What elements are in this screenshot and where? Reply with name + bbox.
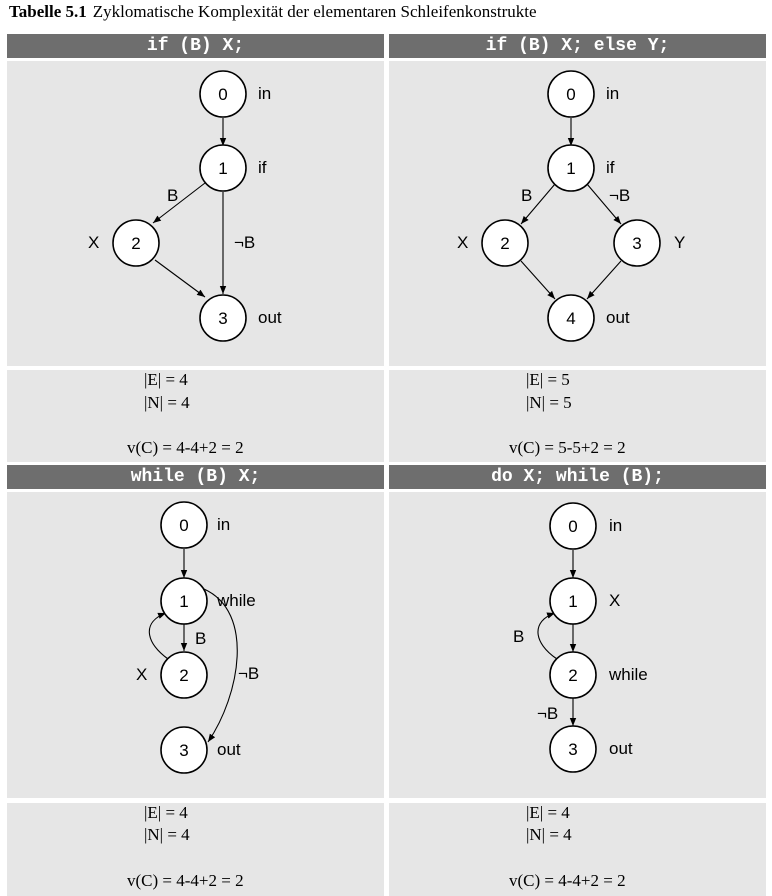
node-id: 2 — [179, 666, 188, 685]
node-id: 0 — [179, 516, 188, 535]
node-2 — [481, 219, 529, 267]
header-if-else: if (B) X; else Y; — [389, 34, 766, 58]
edge-2-1-back — [537, 612, 558, 660]
node-id: 2 — [500, 234, 509, 253]
edge-label-b: B — [195, 629, 206, 648]
node-label: out — [258, 308, 282, 327]
complexity: v(C) = 4-4+2 = 2 — [127, 871, 244, 890]
node-count: |N| = 4 — [144, 393, 190, 412]
stats-panel-if-else: |E| = 5 |N| = 5 v(C) = 5-5+2 = 2 — [389, 370, 766, 462]
node-label: if — [606, 158, 615, 177]
node-0 — [199, 70, 247, 118]
node-2 — [112, 219, 160, 267]
edge-label-notb: ¬B — [238, 664, 259, 683]
edge-label-notb: ¬B — [537, 704, 558, 723]
node-label: X — [136, 665, 147, 684]
caption-text: Zyklomatische Komplexität der elementare… — [92, 2, 537, 21]
node-id: 3 — [568, 740, 577, 759]
node-label: Y — [674, 233, 685, 252]
graph-while: 0 1 2 3 in while X out B ¬B — [136, 501, 259, 774]
edge-1-2 — [520, 183, 556, 225]
node-3 — [199, 294, 247, 342]
edge-1-2 — [152, 182, 206, 224]
edge-count: |E| = 4 — [144, 370, 188, 389]
node-label: X — [457, 233, 468, 252]
node-label: while — [216, 591, 256, 610]
edge-count: |E| = 4 — [526, 803, 570, 822]
node-3 — [613, 219, 661, 267]
header-do-while: do X; while (B); — [389, 465, 766, 489]
edge-2-4 — [520, 260, 556, 300]
node-count: |N| = 4 — [144, 825, 190, 844]
node-1 — [549, 577, 597, 625]
node-id: 1 — [566, 159, 575, 178]
node-label: in — [258, 84, 271, 103]
node-3 — [549, 725, 597, 773]
node-id: 2 — [131, 234, 140, 253]
node-id: 4 — [566, 309, 575, 328]
node-0 — [160, 501, 208, 549]
stats-panel-while: |E| = 4 |N| = 4 v(C) = 4-4+2 = 2 — [7, 803, 384, 896]
edge-1-3 — [203, 588, 238, 743]
node-count: |N| = 4 — [526, 825, 572, 844]
node-label: in — [217, 515, 230, 534]
node-id: 1 — [218, 159, 227, 178]
node-3 — [160, 726, 208, 774]
node-id: 0 — [566, 85, 575, 104]
node-id: 0 — [568, 517, 577, 536]
edge-3-4 — [586, 260, 622, 300]
node-id: 1 — [568, 592, 577, 611]
edge-label-b: B — [521, 186, 532, 205]
edge-count: |E| = 5 — [526, 370, 570, 389]
node-label: in — [606, 84, 619, 103]
node-label: in — [609, 516, 622, 535]
node-id: 3 — [218, 309, 227, 328]
complexity: v(C) = 5-5+2 = 2 — [509, 438, 626, 457]
node-label: X — [609, 591, 620, 610]
node-label: out — [217, 740, 241, 759]
stats-panel-if: |E| = 4 |N| = 4 v(C) = 4-4+2 = 2 — [7, 370, 384, 462]
node-label: while — [608, 665, 648, 684]
node-0 — [547, 70, 595, 118]
graph-do-while: 0 1 2 3 in X while out B ¬B — [513, 502, 648, 773]
node-id: 3 — [632, 234, 641, 253]
edge-label-notb: ¬B — [234, 233, 255, 252]
edge-2-3 — [154, 259, 206, 298]
edge-label-notb: ¬B — [609, 186, 630, 205]
node-2 — [160, 651, 208, 699]
caption-label: Tabelle 5.1 — [9, 2, 87, 21]
node-2 — [549, 651, 597, 699]
node-1 — [547, 144, 595, 192]
complexity: v(C) = 4-4+2 = 2 — [127, 438, 244, 457]
node-label: if — [258, 158, 267, 177]
edge-label-b: B — [167, 186, 178, 205]
graph-if-else: 0 1 2 3 4 in if X Y out B ¬B — [457, 70, 685, 342]
node-count: |N| = 5 — [526, 393, 572, 412]
node-id: 3 — [179, 741, 188, 760]
node-id: 0 — [218, 85, 227, 104]
complexity: v(C) = 4-4+2 = 2 — [509, 871, 626, 890]
header-if: if (B) X; — [7, 34, 384, 58]
node-1 — [160, 577, 208, 625]
edge-2-1-back — [148, 612, 169, 660]
stats-panel-do-while: |E| = 4 |N| = 4 v(C) = 4-4+2 = 2 — [389, 803, 766, 896]
node-id: 2 — [568, 666, 577, 685]
header-while: while (B) X; — [7, 465, 384, 489]
node-4 — [547, 294, 595, 342]
edge-count: |E| = 4 — [144, 803, 188, 822]
table-caption: Tabelle 5.1 Zyklomatische Komplexität der… — [9, 2, 537, 22]
node-label: out — [609, 739, 633, 758]
edge-1-3 — [586, 183, 622, 225]
node-id: 1 — [179, 592, 188, 611]
node-1 — [199, 144, 247, 192]
graph-if: 0 1 2 3 in if X out B ¬B — [88, 70, 282, 342]
edge-label-b: B — [513, 627, 524, 646]
diagram-panel-if — [7, 61, 384, 366]
node-label: out — [606, 308, 630, 327]
node-label: X — [88, 233, 99, 252]
node-0 — [549, 502, 597, 550]
